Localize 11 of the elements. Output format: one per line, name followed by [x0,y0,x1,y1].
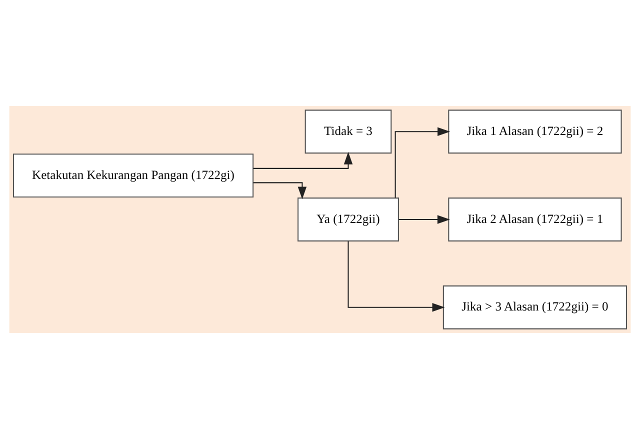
arrow [253,152,353,169]
arrow [253,182,307,200]
node-box: Ketakutan Kekurangan Pangan (1722gi) [12,154,254,198]
node-box: Ya (1722gii) [298,198,399,242]
arrow [394,127,450,198]
node-box: Jika 2 Alasan (1722gii) = 1 [448,198,622,242]
node-box: Tidak = 3 [304,110,392,154]
arrow [398,215,450,224]
node-box: Jika 1 Alasan (1722gii) = 2 [448,110,622,154]
node-box: Jika > 3 Alasan (1722gii) = 0 [442,285,628,330]
arrow [348,241,445,312]
